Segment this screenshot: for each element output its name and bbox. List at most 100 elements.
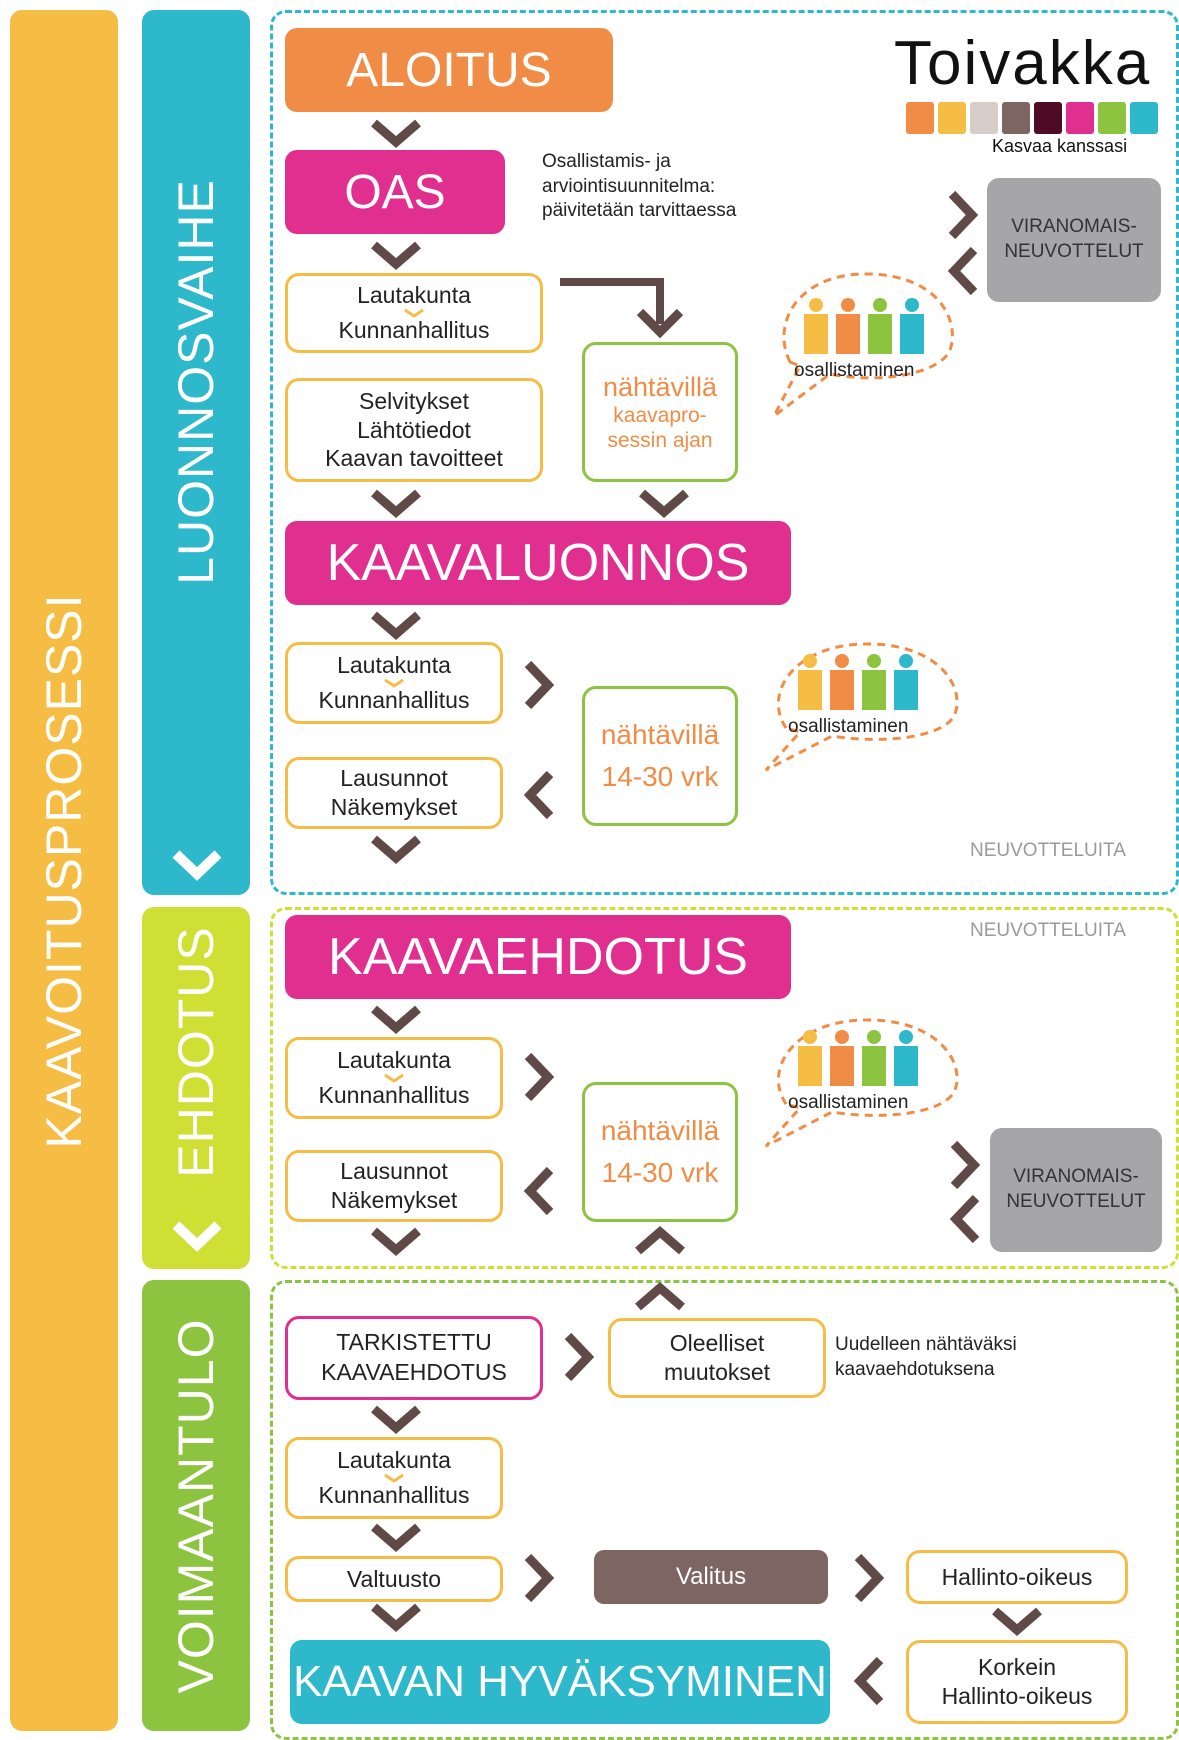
valitus-label: Valitus (675, 1563, 747, 1590)
kaavaluonnos-label: KAAVALUONNOS (326, 534, 750, 592)
lautakunta-label: Lautakunta (337, 1047, 451, 1074)
chevron-down-icon (370, 1226, 422, 1256)
chevron-down-icon (370, 488, 422, 518)
neuvotteluita-label: NEUVOTTELUITA (970, 920, 1126, 941)
lautakunta-box: Lautakunta Kunnanhallitus (285, 273, 543, 353)
chevron-down-icon (172, 1219, 222, 1253)
logo-tagline: Kasvaa kanssasi (992, 136, 1128, 156)
chevron-left-icon (522, 1166, 556, 1216)
nahtavilla-sub: 14-30 vrk (601, 761, 719, 792)
neuvotteluita-label: NEUVOTTELUITA (970, 840, 1126, 861)
kaavaehdotus-label: KAAVAEHDOTUS (328, 928, 748, 986)
selvitykset-line: Lähtötiedot (357, 416, 471, 443)
selvitykset-box: Selvitykset Lähtötiedot Kaavan tavoittee… (285, 378, 543, 482)
nahtavilla-title: nähtävillä (600, 719, 720, 751)
lausunnot-line: Näkemykset (330, 794, 458, 820)
kaavaluonnos-box: KAAVALUONNOS (285, 521, 791, 605)
hallinto-oikeus-label: Hallinto-oikeus (941, 1563, 1093, 1590)
small-chevron-icon (384, 1473, 404, 1483)
viranomais-box: VIRANOMAIS- NEUVOTTELUT (987, 178, 1161, 302)
chevron-down-icon (370, 1404, 422, 1434)
nahtavilla-box: nähtävillä 14-30 vrk (582, 686, 738, 826)
uudelleen-line: kaavaehdotuksena (835, 1358, 995, 1380)
chevron-down-icon (370, 834, 422, 864)
uudelleen-line: Uudelleen nähtäväksi (835, 1334, 1017, 1355)
uudelleen-note: Uudelleen nähtäväksi kaavaehdotuksena (835, 1333, 1017, 1382)
kaavaehdotus-box: KAAVAEHDOTUS (285, 915, 791, 999)
valtuusto-label: Valtuusto (346, 1565, 442, 1592)
frame-luonnos (270, 10, 1179, 895)
nahtavilla-sub: sessin ajan (607, 429, 713, 453)
korkein-line: Korkein (978, 1654, 1056, 1681)
oas-note-line: arviointisuunnitelma: (542, 175, 716, 197)
phase-bar-ehdotus: EHDOTUS (142, 907, 250, 1269)
phase-label-luonnos: LUONNOSVAIHE (168, 178, 224, 585)
lautakunta-box: Lautakunta Kunnanhallitus (285, 1037, 503, 1119)
lausunnot-box: Lausunnot Näkemykset (285, 1150, 503, 1222)
nahtavilla-sub: 14-30 vrk (601, 1157, 719, 1188)
chevron-right-icon (946, 190, 980, 240)
lausunnot-line: Näkemykset (330, 1187, 458, 1213)
tarkistettu-line: TARKISTETTU (336, 1329, 492, 1356)
aloitus-box: ALOITUS (285, 28, 613, 112)
kunnanhallitus-label: Kunnanhallitus (318, 687, 470, 713)
tarkistettu-line: KAAVAEHDOTUS (321, 1359, 507, 1385)
process-bar: KAAVOITUSPROSESSI (10, 10, 118, 1731)
nahtavilla-box: nähtävillä 14-30 vrk (582, 1082, 738, 1222)
toivakka-logo: Toivakka Kasvaa kanssasi (890, 28, 1170, 163)
hyvaksyminen-label: KAAVAN HYVÄKSYMINEN (293, 1657, 827, 1706)
lautakunta-box: Lautakunta Kunnanhallitus (285, 642, 503, 724)
swatch (970, 102, 998, 134)
viranomais-line: VIRANOMAIS- (1013, 1166, 1139, 1188)
oas-label: OAS (344, 165, 446, 219)
oleelliset-box: Oleelliset muutokset (608, 1318, 826, 1398)
swatch (1066, 102, 1094, 134)
kunnanhallitus-label: Kunnanhallitus (318, 1482, 470, 1508)
chevron-right-icon (522, 660, 556, 710)
people-icon (804, 298, 924, 354)
chevron-right-icon (562, 1332, 596, 1382)
korkein-box: Korkein Hallinto-oikeus (906, 1640, 1128, 1724)
hallinto-oikeus-box: Hallinto-oikeus (906, 1550, 1128, 1604)
osallistaminen-label: osallistaminen (794, 360, 915, 381)
nahtavilla-box: nähtävillä kaavapro- sessin ajan (582, 342, 738, 482)
lausunnot-line: Lausunnot (340, 765, 448, 792)
chevron-left-icon (522, 770, 556, 820)
valitus-box: Valitus (594, 1550, 828, 1604)
oas-note-line: päivitetään tarvittaessa (542, 200, 737, 222)
chevron-left-icon (948, 1194, 982, 1244)
tarkistettu-box: TARKISTETTU KAAVAEHDOTUS (285, 1316, 543, 1400)
phase-label-ehdotus: EHDOTUS (168, 926, 224, 1178)
speech-bubble-icon (772, 272, 954, 418)
chevron-right-icon (522, 1052, 556, 1102)
chevron-down-icon (370, 610, 422, 640)
lautakunta-label: Lautakunta (337, 1447, 451, 1474)
aloitus-label: ALOITUS (346, 43, 552, 97)
speech-bubble-icon (764, 642, 959, 772)
osallistaminen-label: osallistaminen (788, 1092, 909, 1113)
lausunnot-box: Lausunnot Näkemykset (285, 757, 503, 829)
chevron-down-icon (172, 848, 222, 882)
viranomais-box: VIRANOMAIS- NEUVOTTELUT (990, 1128, 1162, 1252)
korkein-line: Hallinto-oikeus (941, 1683, 1093, 1709)
chevron-down-icon (370, 240, 422, 270)
nahtavilla-title: nähtävillä (602, 371, 718, 402)
valtuusto-box: Valtuusto (285, 1556, 503, 1602)
chevron-down-icon (991, 1606, 1043, 1636)
swatch (1002, 102, 1030, 134)
osallistaminen-bubble: osallistaminen (760, 262, 960, 422)
lautakunta-label: Lautakunta (337, 652, 451, 679)
swatch (1130, 102, 1158, 134)
small-chevron-icon (384, 678, 404, 688)
viranomais-line: NEUVOTTELUT (1004, 241, 1144, 262)
phase-bar-luonnos: LUONNOSVAIHE (142, 10, 250, 895)
oas-note-line: Osallistamis- ja (542, 151, 671, 172)
frame-ehdotus (270, 907, 1179, 1269)
elbow-arrow-icon (560, 278, 684, 339)
viranomais-line: NEUVOTTELUT (1006, 1191, 1146, 1212)
small-chevron-icon (404, 308, 424, 318)
chevron-right-icon (522, 1553, 556, 1603)
chevron-down-icon (370, 1602, 422, 1632)
kunnanhallitus-label: Kunnanhallitus (338, 317, 490, 343)
process-label: KAAVOITUSPROSESSI (36, 592, 92, 1149)
